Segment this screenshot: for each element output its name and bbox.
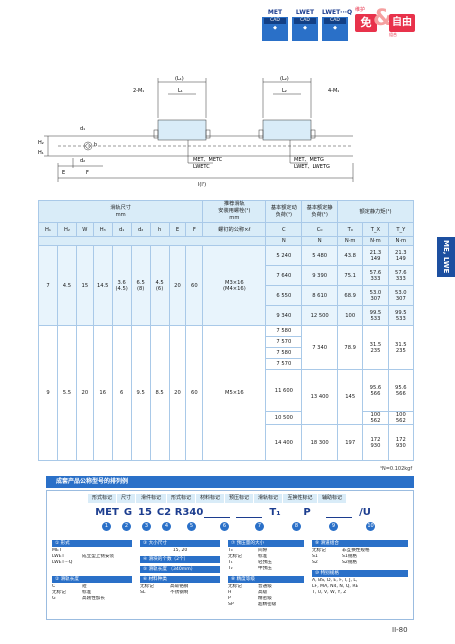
drawing-label: L₁ — [178, 88, 183, 94]
drawing-label: d₁ — [80, 126, 85, 132]
drawing-label: LWETC — [193, 164, 210, 170]
table-row: 11 600 13 400 145 95.6 566 95.6 566 — [39, 369, 415, 425]
cad-icon: CAD◆ — [292, 17, 318, 41]
table-row: 6 550 8 610 68.9 53.0 307 53.0 307 — [39, 285, 415, 306]
order-field-labels: 形式标记 尺寸 滑件标记 形式标记 材料标记 预压标记 滑轨标记 互换性标记 辅… — [88, 494, 347, 503]
order-number-row: 1 2 3 4 5 6 7 8 9 10 — [94, 522, 375, 531]
drawing-label: l(l') — [198, 182, 206, 188]
drawing-label: F — [86, 170, 89, 176]
group-header-rail: 滑轨尺寸 mm — [37, 200, 204, 223]
table-row: 10 500 100 562 100 562 — [39, 411, 415, 425]
page-number: II-80 — [392, 626, 408, 634]
drawing-label: L₂ — [282, 88, 287, 94]
code-met: MET CAD◆ — [262, 8, 288, 41]
drawing-label: (L₁) — [175, 76, 184, 82]
drawing-label: H₂ — [38, 140, 44, 146]
code-lwet-q: LWET···Q CAD◆ — [322, 8, 352, 41]
cad-icon: CAD◆ — [262, 17, 288, 41]
table-row: 14 400 18 300 197 172 930 172 930 — [39, 424, 415, 461]
group-header-bolt: 推荐滑轨 安装用螺栓(¹) mm — [202, 200, 267, 223]
drawing-label: E — [62, 170, 65, 176]
order-section-title: 成套产品公称型号的排列例 — [46, 476, 414, 488]
series-codes: MET CAD◆ LWET CAD◆ LWET···Q CAD◆ — [262, 8, 352, 41]
order-section — [46, 490, 414, 620]
section-tab[interactable]: ME, LWE — [437, 237, 455, 277]
drawing-label: H₁ — [38, 150, 44, 156]
feature-badge: 维护 免 & 自由 组合 — [355, 6, 415, 37]
order-code-example: MET G 15 C2 R340 T₁ P /U — [95, 507, 371, 518]
cad-icon: CAD◆ — [322, 17, 348, 41]
drawing-label: MET、METG — [294, 157, 324, 163]
drawing-label: h — [94, 142, 97, 148]
drawing-label: d₂ — [80, 158, 85, 164]
legend-special: ⑩ 特别规格 A, BS, D, E, F, I, J, L, LF, MA, … — [312, 570, 408, 596]
group-header-stat: 基本额定静 负荷(¹) — [301, 200, 339, 223]
code-lwet: LWET CAD◆ — [292, 8, 318, 41]
spec-table: 滑轨尺寸 mm 推荐滑轨 安装用螺栓(¹) mm 基本额定动 负荷(¹) 基本额… — [37, 200, 415, 461]
group-header-dyn: 基本额定动 负荷(¹) — [265, 200, 303, 223]
table-row: 7 4.5 15 14.5 3.6 (4.5) 6.5 (8) 4.5 (6) … — [38, 245, 415, 326]
drawing-label: 2-M₁ — [133, 88, 144, 94]
drawing-label: 4-M₁ — [328, 88, 339, 94]
table-row: 9 340 12 500 100 99.5 533 99.5 533 — [39, 305, 415, 326]
table-row: 9 5.5 20 16 6 9.5 8.5 20 60 M5×16 7 580 … — [38, 325, 415, 461]
ampersand-icon: & — [373, 6, 393, 31]
unit-note: ¹N=0.102kgf — [380, 466, 413, 472]
drawing-label: (L₂) — [280, 76, 289, 82]
group-header-moment: 额定静力矩(¹) — [337, 200, 414, 223]
drawing-label: MET、METC — [193, 157, 223, 163]
legend-slider-count: ④ 滑块的个数（2个） — [140, 556, 220, 564]
drawing-label: LWET、LWETG — [294, 164, 330, 170]
legend-rail-length-mm: ⑤ 滑轨长度 （340mm） — [140, 566, 220, 574]
technical-drawing: (L₁) L₁ (L₂) L₂ 2-M₁ 4-M₁ d₁ d₂ h E F l(… — [38, 76, 354, 188]
legend-size: ③ 大小尺寸 15, 20 — [140, 540, 220, 554]
